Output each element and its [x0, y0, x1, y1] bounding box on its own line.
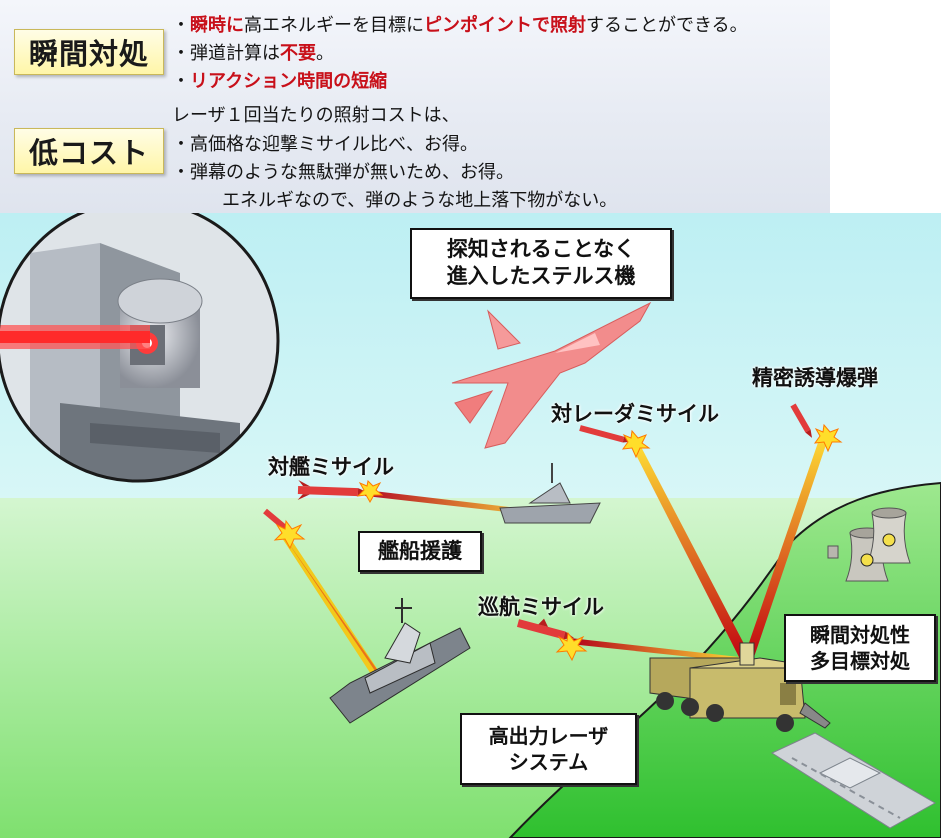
anti-radar-missile-label: 対レーダミサイル	[551, 402, 719, 426]
feature-panel: 瞬間対処 低コスト ・瞬時に高エネルギーを目標にピンポイントで照射することができ…	[0, 0, 830, 213]
instant-line-2: ・弾道計算は不要。	[172, 43, 334, 64]
instant-callout-line-2: 多目標対処	[810, 649, 910, 673]
stealth-callout-line-2: 進入したステルス機	[446, 264, 636, 289]
laser-system-vehicle	[649, 642, 831, 732]
runway	[770, 732, 937, 829]
low-cost-tag: 低コスト	[14, 128, 164, 174]
laser-system-callout: 高出力レーザ システム	[460, 713, 637, 785]
distant-ship	[499, 463, 601, 524]
precision-guided-bomb	[790, 403, 812, 438]
foreground-warship	[329, 598, 471, 724]
instant-callout-line-1: 瞬間対処性	[810, 623, 910, 647]
cooling-towers	[827, 507, 911, 582]
turret-closeup-inset	[0, 213, 280, 483]
stealth-callout-line-1: 探知されることなく	[446, 237, 636, 261]
laser-beams	[282, 431, 830, 693]
cost-intro: レーザ１回当たりの照射コストは、	[172, 105, 460, 126]
missiles	[263, 403, 812, 640]
anti-ship-missile-label: 対艦ミサイル	[268, 455, 394, 479]
instant-line-3: ・リアクション時間の短縮	[172, 71, 388, 92]
cost-line-1: ・高価格な迎撃ミサイル比べ、お得。	[172, 134, 478, 155]
laser-callout-line-1: 高出力レーザ	[488, 724, 609, 748]
impact-flashes	[273, 423, 843, 662]
precision-bomb-label: 精密誘導爆弾	[752, 366, 878, 390]
cost-line-2: ・弾幕のような無駄弾が無いため、お得。	[172, 162, 514, 183]
stealth-aircraft	[451, 301, 652, 449]
cruise-missile-label: 巡航ミサイル	[478, 595, 604, 619]
laser-callout-line-2: システム	[508, 750, 589, 774]
instant-response-tag: 瞬間対処	[14, 29, 164, 75]
stealth-aircraft-callout: 探知されることなく 進入したステルス機	[410, 228, 672, 299]
cost-line-3: エネルギなので、弾のような地上落下物がない。	[222, 190, 618, 211]
instant-line-1: ・瞬時に高エネルギーを目標にピンポイントで照射することができる。	[172, 15, 748, 36]
ship-protection-callout: 艦船援護	[358, 531, 482, 573]
instant-multi-target-callout: 瞬間対処性 多目標対処	[784, 614, 936, 682]
